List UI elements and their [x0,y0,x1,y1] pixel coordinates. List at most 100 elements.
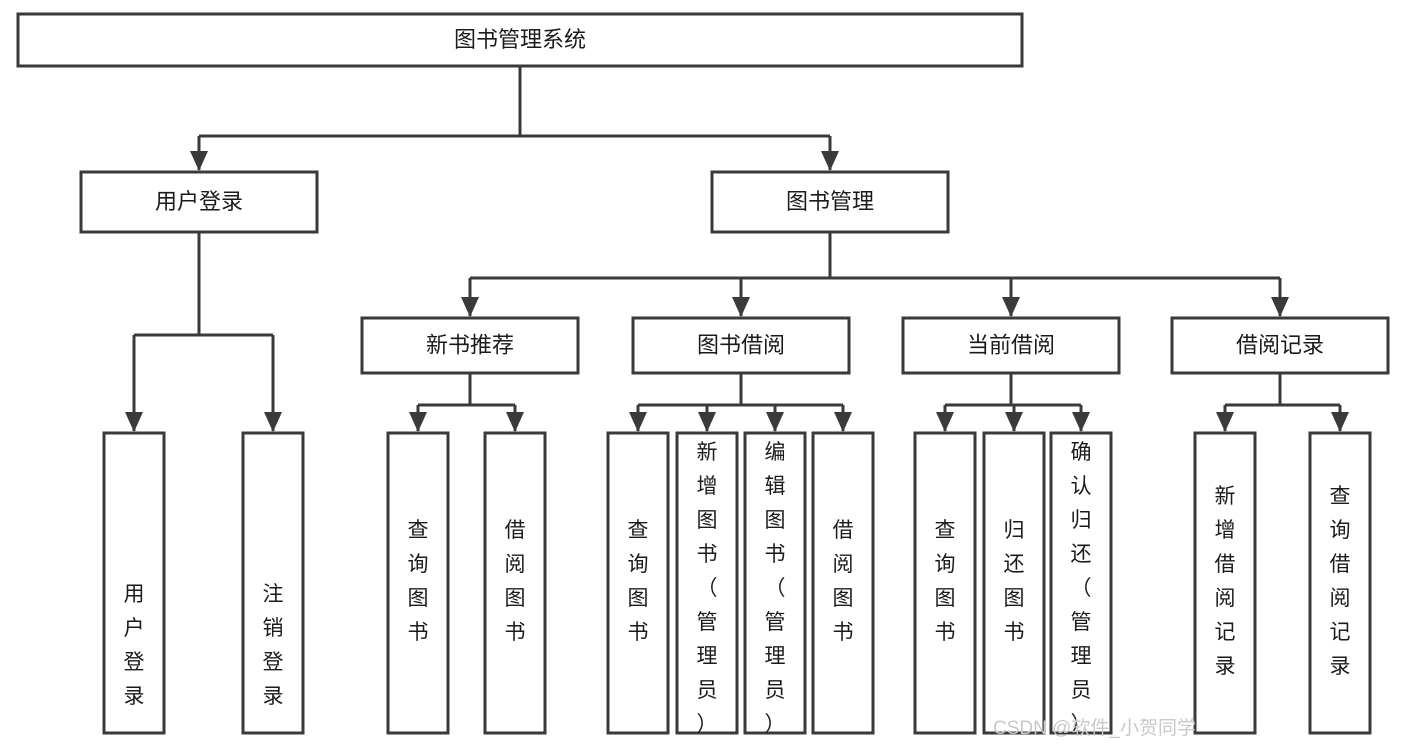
node-label-leaf-user-login-char-3: 录 [124,685,145,708]
node-label-leaf-logout-char-1: 销 [263,617,284,640]
node-box-user-login [79,170,319,234]
node-label-leaf-edit-book-admin-char-3: 书 [765,543,786,566]
node-book-management[interactable]: 图书管理 [710,170,950,234]
node-label-leaf-add-borrow-record-char-0: 新 [1215,485,1236,508]
node-label-leaf-add-borrow-record-char-5: 录 [1215,655,1236,678]
node-new-book-recommend[interactable]: 新书推荐 [360,316,580,375]
node-label-leaf-edit-book-admin-char-1: 辑 [765,475,786,498]
node-box-leaf-query-book-borrow [606,431,670,735]
node-root[interactable]: 图书管理系统 [16,12,1024,68]
node-user-login[interactable]: 用户登录 [79,170,319,234]
node-label-leaf-logout-char-0: 注 [263,583,284,606]
node-label-leaf-query-borrow-record-char-2: 借 [1330,553,1351,576]
node-label-leaf-query-book-rec-char-2: 图 [408,587,429,610]
node-box-book-management [710,170,950,234]
node-label-leaf-add-book-admin-char-8: ） [697,713,718,736]
node-label-leaf-confirm-return-admin-char-1: 认 [1071,475,1092,498]
node-label-root: 图书管理系统 [454,27,586,52]
node-label-leaf-add-book-admin-char-3: 书 [697,543,718,566]
node-label-leaf-borrow-book-char-0: 借 [833,519,854,542]
arrow-book-borrow-to-leaf-borrow-book [834,412,852,432]
node-label-leaf-add-book-admin-char-4: （ [697,577,718,600]
arrow-bm-to-current-borrow [1002,297,1020,317]
node-box-leaf-edit-book-admin [743,431,807,735]
csdn-watermark: CSDN @软件_小贺同学 [993,717,1196,739]
arrow-new-book-recommend-to-leaf-query-book-rec [409,412,427,432]
node-label-leaf-confirm-return-admin-char-4: （ [1071,577,1092,600]
node-label-leaf-return-book-char-1: 还 [1004,553,1025,576]
node-box-leaf-add-book-admin [675,431,739,735]
node-label-leaf-return-book-char-2: 图 [1004,587,1025,610]
arrow-ul-to-leaf-user-login [125,412,143,432]
arrow-book-borrow-to-leaf-edit-book-admin [766,412,784,432]
node-label-new-book-recommend: 新书推荐 [426,332,514,357]
arrow-bm-to-book-borrow [732,297,750,317]
node-box-leaf-borrow-book-rec [483,431,547,735]
arrow-root-to-user-login [190,151,208,171]
node-label-leaf-query-book-current-char-1: 询 [935,553,956,576]
node-box-current-borrow [901,316,1121,375]
node-label-leaf-query-book-current-char-0: 查 [935,519,956,542]
node-leaf-user-login[interactable]: 用户登录 [102,431,166,735]
node-box-leaf-add-borrow-record [1193,431,1257,735]
arrow-borrow-record-to-leaf-query-borrow-record [1331,412,1349,432]
node-label-leaf-add-book-admin-char-2: 图 [697,509,718,532]
node-label-leaf-logout-char-3: 录 [263,685,284,708]
node-label-leaf-add-borrow-record-char-2: 借 [1215,553,1236,576]
node-box-leaf-query-book-current [913,431,977,735]
node-label-leaf-confirm-return-admin-char-8: ） [1071,713,1092,736]
node-label-leaf-edit-book-admin-char-4: （ [765,577,786,600]
node-label-leaf-query-book-rec-char-3: 书 [408,621,429,644]
node-label-leaf-user-login-char-2: 登 [124,651,145,674]
node-label-leaf-query-book-rec-char-0: 查 [408,519,429,542]
node-book-borrow[interactable]: 图书借阅 [631,316,851,375]
node-label-leaf-query-book-borrow-char-1: 询 [628,553,649,576]
node-label-leaf-query-borrow-record-char-1: 询 [1330,519,1351,542]
arrow-new-book-recommend-to-leaf-borrow-book-rec [506,412,524,432]
arrow-ul-to-leaf-logout [264,412,282,432]
node-box-leaf-return-book [982,431,1046,735]
connector-layer [125,66,1349,432]
node-borrow-record[interactable]: 借阅记录 [1170,316,1390,375]
node-label-leaf-query-borrow-record-char-3: 阅 [1330,587,1351,610]
node-label-leaf-edit-book-admin-char-0: 编 [765,441,786,464]
node-label-leaf-query-borrow-record-char-5: 录 [1330,655,1351,678]
arrow-book-borrow-to-leaf-add-book-admin [698,412,716,432]
node-label-leaf-edit-book-admin-char-7: 员 [765,679,786,702]
node-label-book-management: 图书管理 [786,189,874,214]
arrow-bm-to-borrow-record [1271,297,1289,317]
node-current-borrow[interactable]: 当前借阅 [901,316,1121,375]
arrow-borrow-record-to-leaf-add-borrow-record [1216,412,1234,432]
node-label-leaf-add-book-admin-char-5: 管 [697,611,718,634]
node-label-book-borrow: 图书借阅 [697,332,785,357]
node-label-leaf-return-book-char-0: 归 [1004,519,1025,542]
node-label-borrow-record: 借阅记录 [1236,332,1324,357]
arrow-book-borrow-to-leaf-query-book-borrow [629,412,647,432]
node-label-leaf-query-borrow-record-char-0: 查 [1330,485,1351,508]
node-box-root [16,12,1024,68]
node-label-leaf-edit-book-admin-char-8: ） [765,713,786,736]
node-label-leaf-add-borrow-record-char-4: 记 [1215,621,1236,644]
node-label-leaf-query-book-borrow-char-0: 查 [628,519,649,542]
node-box-leaf-logout [241,431,305,735]
node-label-leaf-confirm-return-admin-char-7: 员 [1071,679,1092,702]
arrow-current-borrow-to-leaf-return-book [1005,412,1023,432]
node-label-leaf-query-book-current-char-2: 图 [935,587,956,610]
node-label-leaf-add-borrow-record-char-1: 增 [1215,519,1236,542]
node-label-leaf-confirm-return-admin-char-0: 确 [1071,441,1092,464]
node-label-leaf-add-book-admin-char-1: 增 [697,475,718,498]
